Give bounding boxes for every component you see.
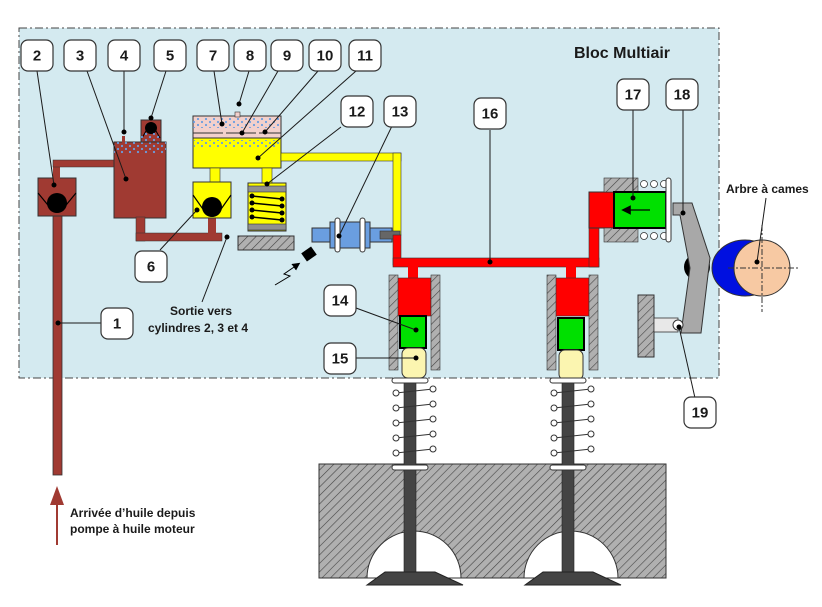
brake-piston-2	[557, 317, 585, 351]
callout-9: 9	[270, 39, 304, 72]
svg-text:15: 15	[332, 351, 349, 368]
svg-text:6: 6	[147, 259, 155, 276]
svg-text:3: 3	[76, 48, 84, 65]
svg-text:10: 10	[317, 48, 334, 65]
callout-12: 12	[340, 95, 374, 128]
tappet-1	[401, 347, 427, 379]
callout-2: 2	[20, 39, 54, 72]
engine-oil-circuit	[37, 119, 223, 476]
tappet-2	[558, 349, 584, 381]
valve-1	[365, 377, 464, 586]
callout-6: 6	[134, 250, 168, 283]
svg-text:16: 16	[482, 106, 499, 123]
leader-lines	[36, 70, 696, 399]
outlet-label-line1: Sortie vers	[170, 304, 232, 318]
svg-text:18: 18	[674, 87, 691, 104]
callout-18: 18	[665, 78, 699, 111]
low-pressure-circuit	[192, 111, 402, 251]
callout-5: 5	[153, 39, 187, 72]
callout-4: 4	[107, 39, 141, 72]
inlet-label-line2: pompe à huile moteur	[70, 522, 195, 536]
oil-feed-pipe	[52, 204, 63, 476]
callout-3: 3	[63, 39, 97, 72]
spring-base	[237, 235, 295, 251]
callout-15: 15	[323, 342, 357, 375]
svg-text:14: 14	[332, 293, 349, 310]
svg-text:2: 2	[33, 48, 41, 65]
oil-inlet-arrow	[50, 486, 64, 545]
outlet-label-line2: cylindres 2, 3 et 4	[148, 321, 248, 335]
top-valve-ball	[145, 122, 157, 134]
oil-reservoir	[113, 141, 167, 219]
callout-1: 1	[100, 307, 134, 340]
callout-14: 14	[323, 284, 357, 317]
inlet-label-line1: Arrivée d’huile depuis	[70, 506, 196, 520]
callout-11: 11	[348, 39, 382, 72]
svg-text:5: 5	[166, 48, 174, 65]
callout-17: 17	[616, 78, 650, 111]
svg-text:17: 17	[625, 87, 642, 104]
rocker-arm	[637, 202, 711, 358]
valve-2	[523, 377, 622, 586]
svg-text:13: 13	[392, 104, 409, 121]
high-pressure-circuit	[392, 191, 616, 317]
cylinder-head	[318, 463, 667, 579]
callout-10: 10	[308, 39, 342, 72]
svg-text:8: 8	[246, 48, 254, 65]
block-title: Bloc Multiair	[574, 45, 670, 62]
svg-text:9: 9	[283, 48, 291, 65]
actuator-2	[546, 274, 599, 381]
solenoid-connector	[301, 246, 317, 262]
callout-19: 19	[683, 396, 717, 429]
svg-text:7: 7	[209, 48, 217, 65]
callout-16: 16	[473, 97, 507, 130]
brake-piston-1	[399, 315, 427, 349]
callout-7: 7	[196, 39, 230, 72]
callout-13: 13	[383, 95, 417, 128]
svg-text:19: 19	[692, 405, 709, 422]
svg-text:11: 11	[357, 48, 373, 65]
callout-8: 8	[233, 39, 267, 72]
camshaft	[711, 225, 800, 312]
solenoid-valve	[274, 217, 401, 286]
svg-text:12: 12	[349, 104, 366, 121]
vent	[122, 136, 125, 143]
check-valve-ball	[47, 193, 67, 213]
actuator-1	[388, 274, 441, 379]
pump-piston-assembly	[603, 177, 672, 243]
electric-signal-icon	[274, 262, 301, 286]
camshaft-label: Arbre à cames	[726, 182, 809, 196]
svg-text:1: 1	[113, 316, 121, 333]
svg-text:4: 4	[120, 48, 129, 65]
